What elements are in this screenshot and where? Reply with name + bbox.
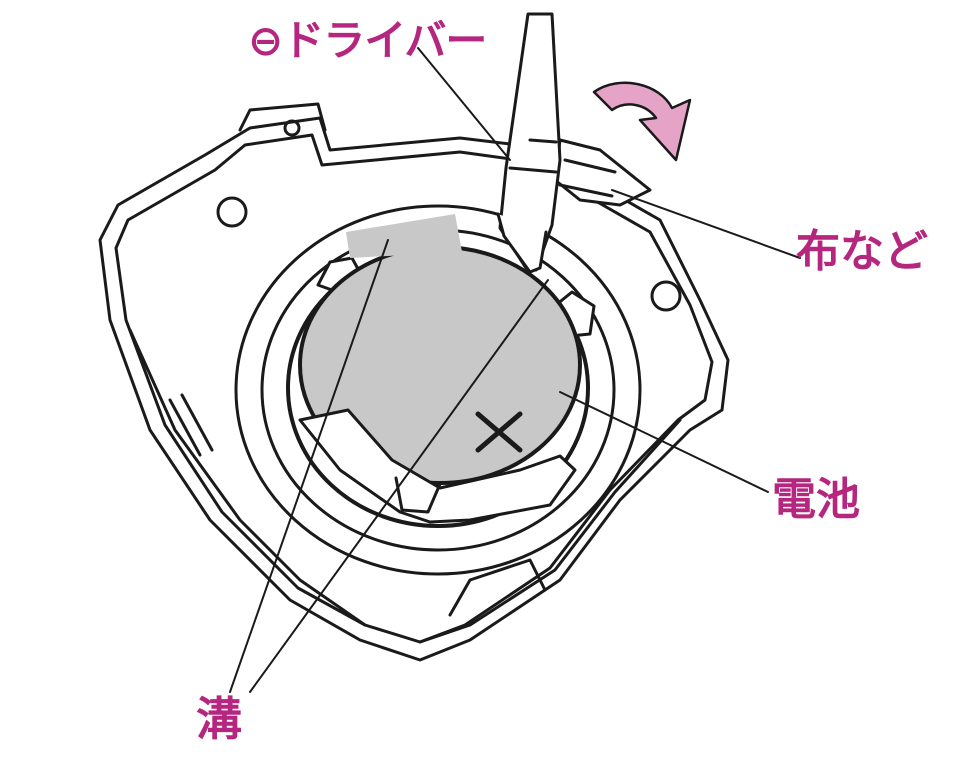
curved-arrow-icon	[592, 81, 692, 162]
leader-driver	[417, 47, 511, 161]
battery-cover-shade	[346, 214, 462, 258]
outer-ring	[234, 204, 642, 576]
bracket-tab	[394, 476, 442, 514]
screwdriver-tip	[496, 212, 548, 274]
label-cloth: 布など	[796, 226, 928, 277]
x-mark-icon	[475, 411, 523, 453]
screw-hole-left	[216, 196, 248, 228]
label-battery: 電池	[772, 474, 860, 525]
leader-groove-left	[229, 239, 389, 693]
cloth-fold	[558, 158, 617, 198]
housing-bottom-bevel	[128, 328, 682, 644]
screw-hole-top	[283, 119, 301, 137]
screw-hole-right	[650, 280, 682, 312]
leader-cloth	[611, 189, 801, 259]
leader-groove-right	[249, 279, 549, 693]
battery-bracket	[298, 408, 577, 524]
housing-bottom-notch	[448, 558, 547, 617]
screwdriver-shaft-edge	[508, 138, 558, 174]
label-groove: 溝	[196, 692, 242, 746]
housing-top-tab	[238, 102, 327, 132]
leader-battery	[559, 391, 769, 493]
housing-side-slot	[168, 393, 214, 457]
housing-inner-edge	[114, 133, 714, 644]
label-screwdriver: ⊖ドライバー	[248, 16, 487, 65]
